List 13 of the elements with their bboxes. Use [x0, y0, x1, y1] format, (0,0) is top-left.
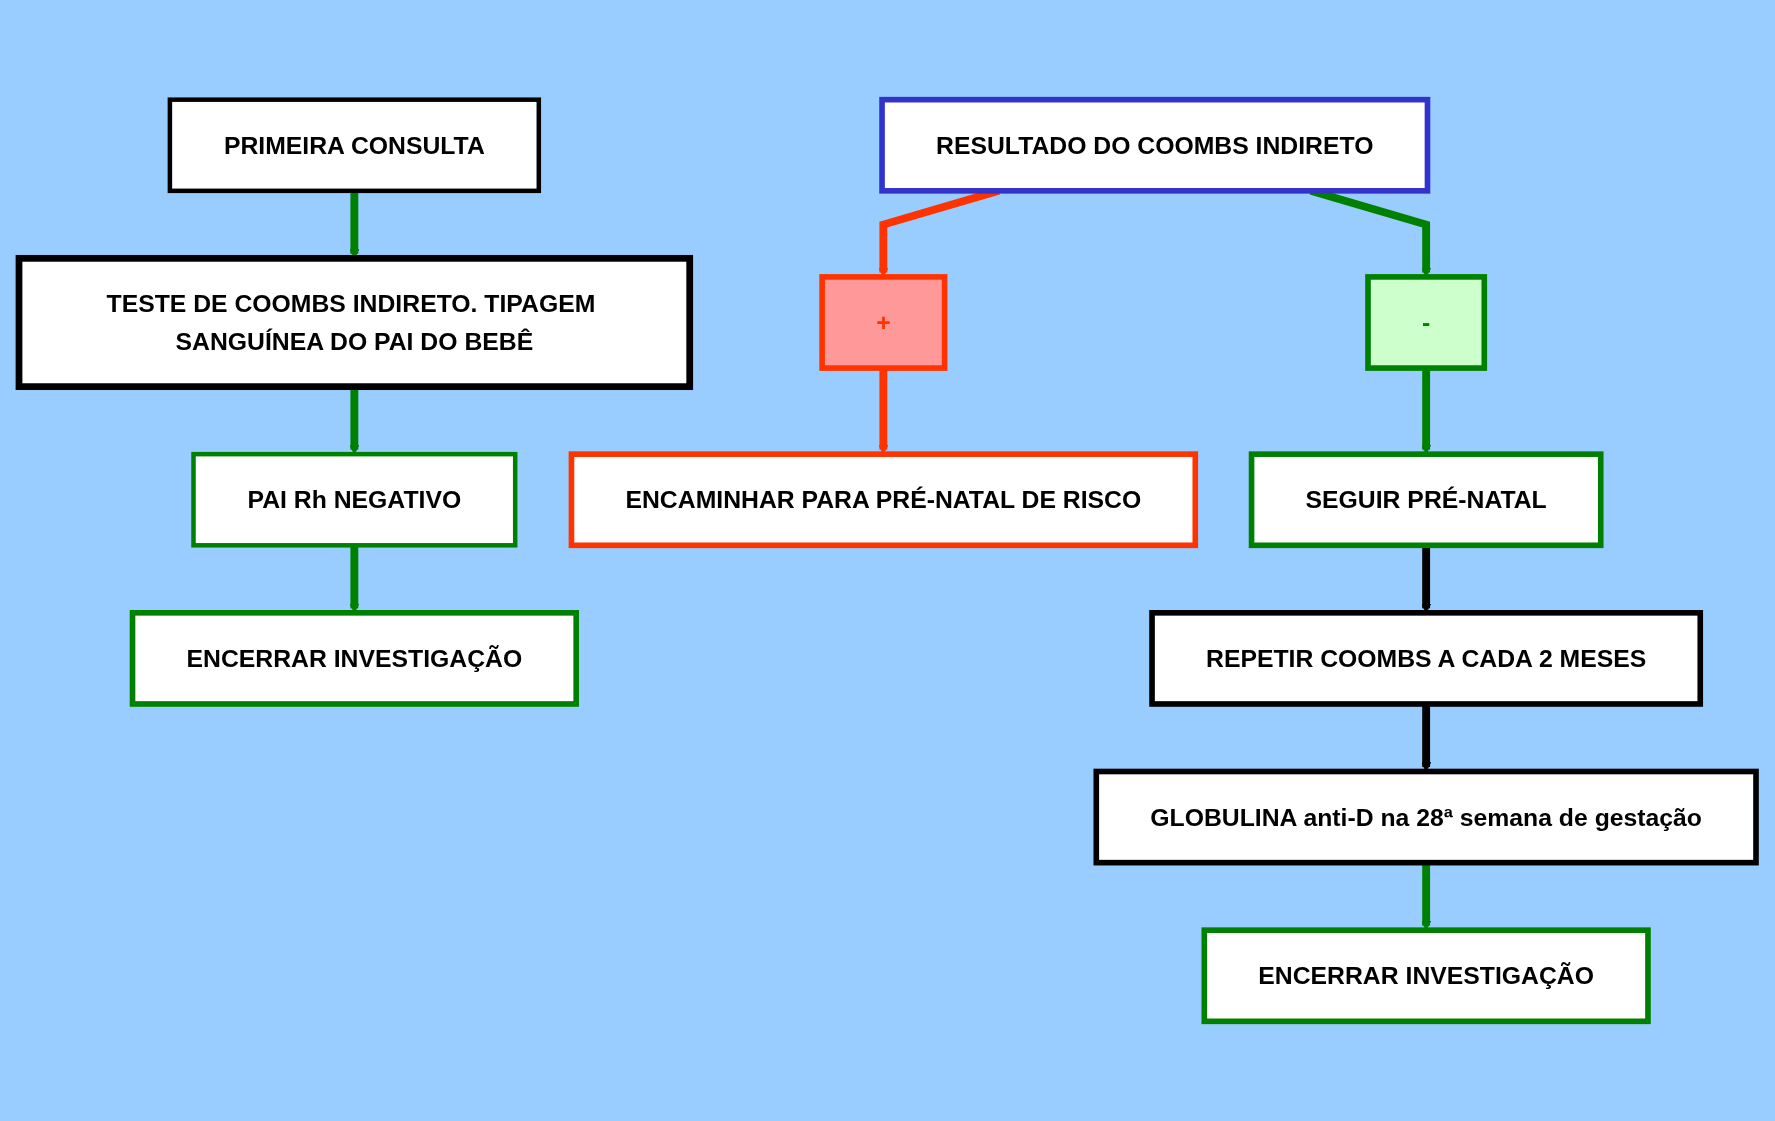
node-box: ENCERRAR INVESTIGAÇÃO: [1201, 927, 1651, 1025]
node-box: -: [1365, 274, 1488, 371]
node-box: SEGUIR PRÉ-NATAL: [1248, 451, 1604, 549]
node-box: REPETIR COOMBS A CADA 2 MESES: [1149, 610, 1704, 707]
arrow: [1421, 704, 1432, 772]
node-box: TESTE DE COOMBS INDIRETO. TIPAGEM SANGUÍNEA DO PAI DO BEBÊ: [15, 254, 694, 390]
node-box: PRIMEIRA CONSULTA: [167, 97, 542, 194]
node-box: PAI Rh NEGATIVO: [191, 451, 518, 548]
node-box: GLOBULINA anti-D na 28ª semana de gestação: [1093, 768, 1759, 866]
node-box: +: [819, 274, 948, 371]
node-box: ENCAMINHAR PARA PRÉ-NATAL DE RISCO: [568, 451, 1199, 549]
node-box: RESULTADO DO COOMBS INDIRETO: [879, 96, 1431, 194]
node-box: ENCERRAR INVESTIGAÇÃO: [129, 610, 579, 707]
